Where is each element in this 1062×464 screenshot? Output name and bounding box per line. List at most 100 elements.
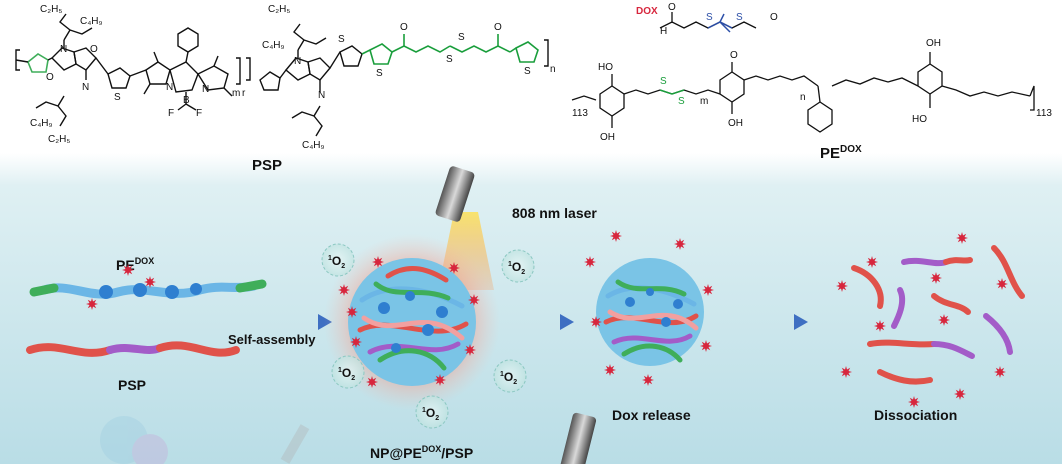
dox-star [122,264,134,276]
nanoparticle-irradiated [324,234,500,410]
laser-probe-bottom [559,412,597,464]
atom-s5: S [446,54,453,65]
atom-s-thioketal-1: S [706,12,713,23]
dox-star [434,374,446,386]
dox-release-label: Dox release [612,407,691,423]
atom-ho-2: HO [912,114,927,125]
atom-o2: O [46,72,54,83]
singlet-oxygen-bubbles: 1O2 1O2 1O2 1O2 1O2 [321,243,535,429]
atom-n5: N [294,56,301,67]
atom-ethyl-top: C₂H₅ [40,4,62,15]
pe-dox-thioketal [707,13,733,33]
atom-r: r [242,88,246,99]
dissociation-label: Dissociation [874,407,957,423]
psp-disulfide-linker [361,34,539,65]
svg-text:1O2: 1O2 [328,254,345,270]
dox-star [144,276,156,288]
atom-m-sub: m [700,96,708,107]
dox-star [590,316,602,328]
psp-polymer-chain [26,341,240,357]
atom-ho-1: HO [598,62,613,73]
dox-star [366,376,378,388]
atom-n4: N [202,84,209,95]
pe-dox-label-main: PE [820,145,840,162]
dox-star [938,314,950,326]
pe-dox-label: PEDOX [820,144,862,162]
dox-star [908,396,920,408]
atom-f1: F [168,108,174,119]
atom-butyl-bottom-2: C₄H₉ [302,140,325,151]
atom-f2: F [196,108,202,119]
self-assembly-label: Self-assembly [228,332,316,347]
dox-star [642,374,654,386]
atom-o-ester-top: O [770,12,778,23]
dox-star [996,278,1008,290]
dox-star [610,230,622,242]
atom-o1: O [90,44,98,55]
psp-structure-label: PSP [252,157,282,174]
atom-n3: N [166,82,173,93]
atom-nh: H [660,26,667,37]
atom-n6: N [318,90,325,101]
dox-star [994,366,1006,378]
atom-n-sub: n [550,64,556,75]
dox-star [674,238,686,250]
svg-text:1O2: 1O2 [508,260,525,276]
atom-dox: DOX [636,6,658,17]
dox-star [604,364,616,376]
laser-label: 808 nm laser [512,205,597,221]
dissociated-chains [851,245,1025,385]
dox-star [464,344,476,356]
pe-dox-polymer-chain [29,279,267,299]
psp-structure [15,13,363,137]
atom-s-disulfide-1: S [660,76,667,87]
dox-star [448,262,460,274]
svg-text:1O2: 1O2 [500,370,517,386]
dox-star [702,284,714,296]
dox-star [836,280,848,292]
dox-star [338,284,350,296]
dox-star [840,366,852,378]
dox-star [372,256,384,268]
atom-n-sub: n [800,92,806,103]
atom-n113-left: 113 [572,108,588,119]
atom-s6: S [458,32,465,43]
atom-n1: N [60,44,67,55]
dox-star [930,272,942,284]
pe-dox-atom-labels: DOX H O S S O HO OH S S m O OH n OH HO 1… [572,2,1052,143]
atom-s-thioketal-2: S [736,12,743,23]
dox-molecules [86,230,1008,408]
blurred-decor [100,416,310,464]
dox-star [956,232,968,244]
pe-dox-label-sup: DOX [840,144,862,155]
dox-star [954,388,966,400]
atom-ethyl-top-2: C₂H₅ [268,4,290,15]
dox-star [346,306,358,318]
atom-butyl-bottom: C₄H₉ [30,118,53,129]
atom-o-ester-1: O [730,50,738,61]
atom-ethyl-bottom: C₂H₅ [48,134,70,145]
atom-butyl-top: C₄H₉ [80,16,103,27]
dox-star [350,336,362,348]
atom-s2: S [114,92,121,103]
dox-star [874,320,886,332]
svg-text:PEDOX: PEDOX [820,144,862,162]
scheme-psp-label: PSP [118,377,146,393]
dox-star [468,294,480,306]
atom-o-carbamate: O [668,2,676,13]
dox-star [866,256,878,268]
atom-o-ketone-1: O [400,22,408,33]
nanoparticle-label: NP@PEDOX/PSP [370,444,473,461]
psp-atom-labels: C₂H₅ C₄H₉ N O O N C₄H₉ C₂H₅ S N N B F F … [30,4,556,151]
nanoparticle-dox-release [596,258,704,366]
atom-s-disulfide-2: S [678,96,685,107]
atom-b: B [183,95,190,106]
svg-text:1O2: 1O2 [422,406,439,422]
atom-s7: S [524,66,531,77]
dox-star [700,340,712,352]
pe-dox-disulfide [659,89,685,95]
atom-s3: S [338,34,345,45]
atom-oh-1: OH [600,132,615,143]
